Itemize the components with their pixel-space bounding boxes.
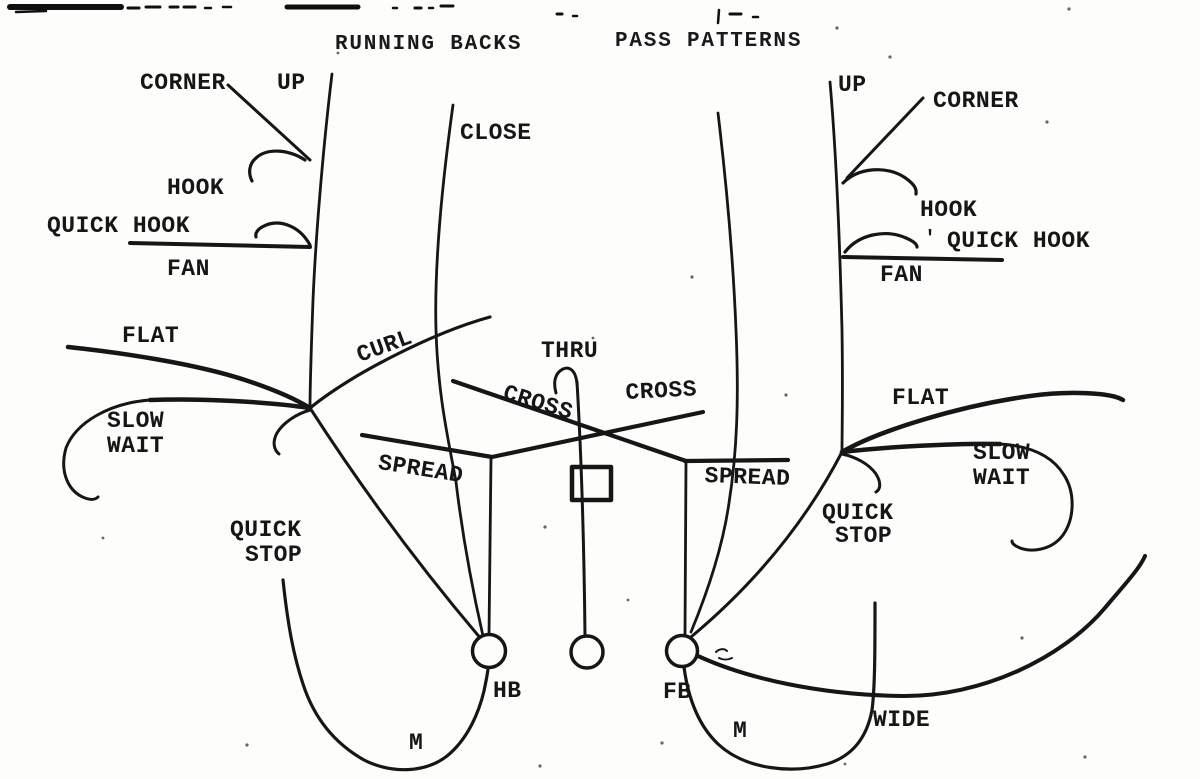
fan-route-line-right <box>841 255 1004 262</box>
hook-route-curve-left <box>248 149 307 183</box>
page-title-part2: PASS PATTERNS <box>615 30 803 53</box>
scan-tick-mark: ' <box>924 228 937 251</box>
scan-artifact-smudges <box>7 4 760 25</box>
hb-stem-line <box>308 406 484 642</box>
spread-stem-line-right <box>683 460 688 636</box>
route-label-quick-hook-left: QUICK HOOK <box>47 213 191 239</box>
junction-hook-curve-right <box>840 452 882 494</box>
route-label-hook-left: HOOK <box>167 175 225 201</box>
center-square-marker <box>569 464 614 503</box>
corner-route-line-right <box>845 96 925 180</box>
spread-stem-line-left <box>487 456 493 637</box>
route-label-quick-left: QUICK <box>230 517 302 543</box>
cross-route-line-right <box>489 409 706 460</box>
spread-route-line-right <box>682 457 791 464</box>
route-label-slow-right: SLOW <box>973 440 1031 466</box>
route-label-quick-hook-right: QUICK HOOK <box>947 228 1091 254</box>
route-label-thru: THRU <box>541 338 599 364</box>
slow-wait-route-curve-right <box>839 441 1003 455</box>
route-label-flat-right: FLAT <box>892 385 950 411</box>
junction-hook-curve-left <box>272 408 312 456</box>
fb-route-tree <box>682 80 1147 771</box>
up-route-line-right <box>828 80 844 454</box>
thru-route-hook <box>553 366 579 395</box>
curl-route-line <box>308 315 492 410</box>
slow-wait-route-spiral-left <box>62 398 152 501</box>
m-loop-curve-right <box>682 601 877 771</box>
hb-route-tree <box>62 72 495 772</box>
cross-route-line-left <box>450 378 689 464</box>
inner-route-line-right <box>689 111 739 634</box>
route-label-corner-left: CORNER <box>140 70 226 96</box>
fan-route-line-left <box>128 241 312 249</box>
hb-circle-marker <box>470 632 508 670</box>
route-label-fan-right: FAN <box>880 262 923 288</box>
formation-markers <box>470 464 700 670</box>
spread-route-line-left <box>359 432 495 460</box>
slow-wait-route-spiral-right <box>998 442 1074 552</box>
fb-circle-marker <box>664 633 700 669</box>
route-label-wait-right: WAIT <box>973 465 1031 491</box>
quick-hook-route-curve-right <box>843 232 919 254</box>
flat-route-curve-left <box>65 344 313 411</box>
fb-stem-line <box>689 450 844 639</box>
route-label-flat-left: FLAT <box>122 323 180 349</box>
close-route-line <box>434 103 485 638</box>
flat-route-curve-right <box>839 390 1126 455</box>
thru-route-line <box>575 380 587 638</box>
route-label-wait-left: WAIT <box>107 433 165 459</box>
m-loop-curve-left <box>281 578 490 772</box>
corner-route-line-left <box>226 83 312 162</box>
route-label-corner-right: CORNER <box>933 88 1019 114</box>
scan-artifact-fb-mark <box>715 648 733 661</box>
hook-route-curve-right <box>841 168 918 196</box>
up-route-line-left <box>308 72 334 410</box>
wide-route-curve <box>696 554 1147 699</box>
quick-hook-route-curve-left <box>254 221 312 247</box>
route-label-m-right: M <box>733 718 748 744</box>
route-label-up-right: UP <box>838 72 867 98</box>
position-label-fullback: FB <box>663 679 692 705</box>
route-label-stop-right: STOP <box>835 523 893 549</box>
route-label-m-left: M <box>409 730 424 756</box>
route-label-close: CLOSE <box>460 120 532 146</box>
slow-wait-route-curve-left <box>147 397 313 411</box>
route-label-stop-left: STOP <box>245 542 303 568</box>
route-label-wide: WIDE <box>873 707 931 733</box>
route-label-hook-right: HOOK <box>920 197 978 223</box>
page-title-part1: RUNNING BACKS <box>335 33 523 56</box>
route-label-fan-left: FAN <box>167 256 210 282</box>
position-label-halfback: HB <box>493 678 522 704</box>
route-label-slow-left: SLOW <box>107 408 165 434</box>
route-label-cross-right: CROSS <box>624 376 698 406</box>
scan-artifact-dots <box>101 7 1087 768</box>
route-label-spread-right: SPREAD <box>704 463 791 492</box>
center-circle-marker <box>569 634 605 670</box>
route-label-quick-right: QUICK <box>822 500 894 526</box>
route-label-up-left: UP <box>277 70 306 96</box>
